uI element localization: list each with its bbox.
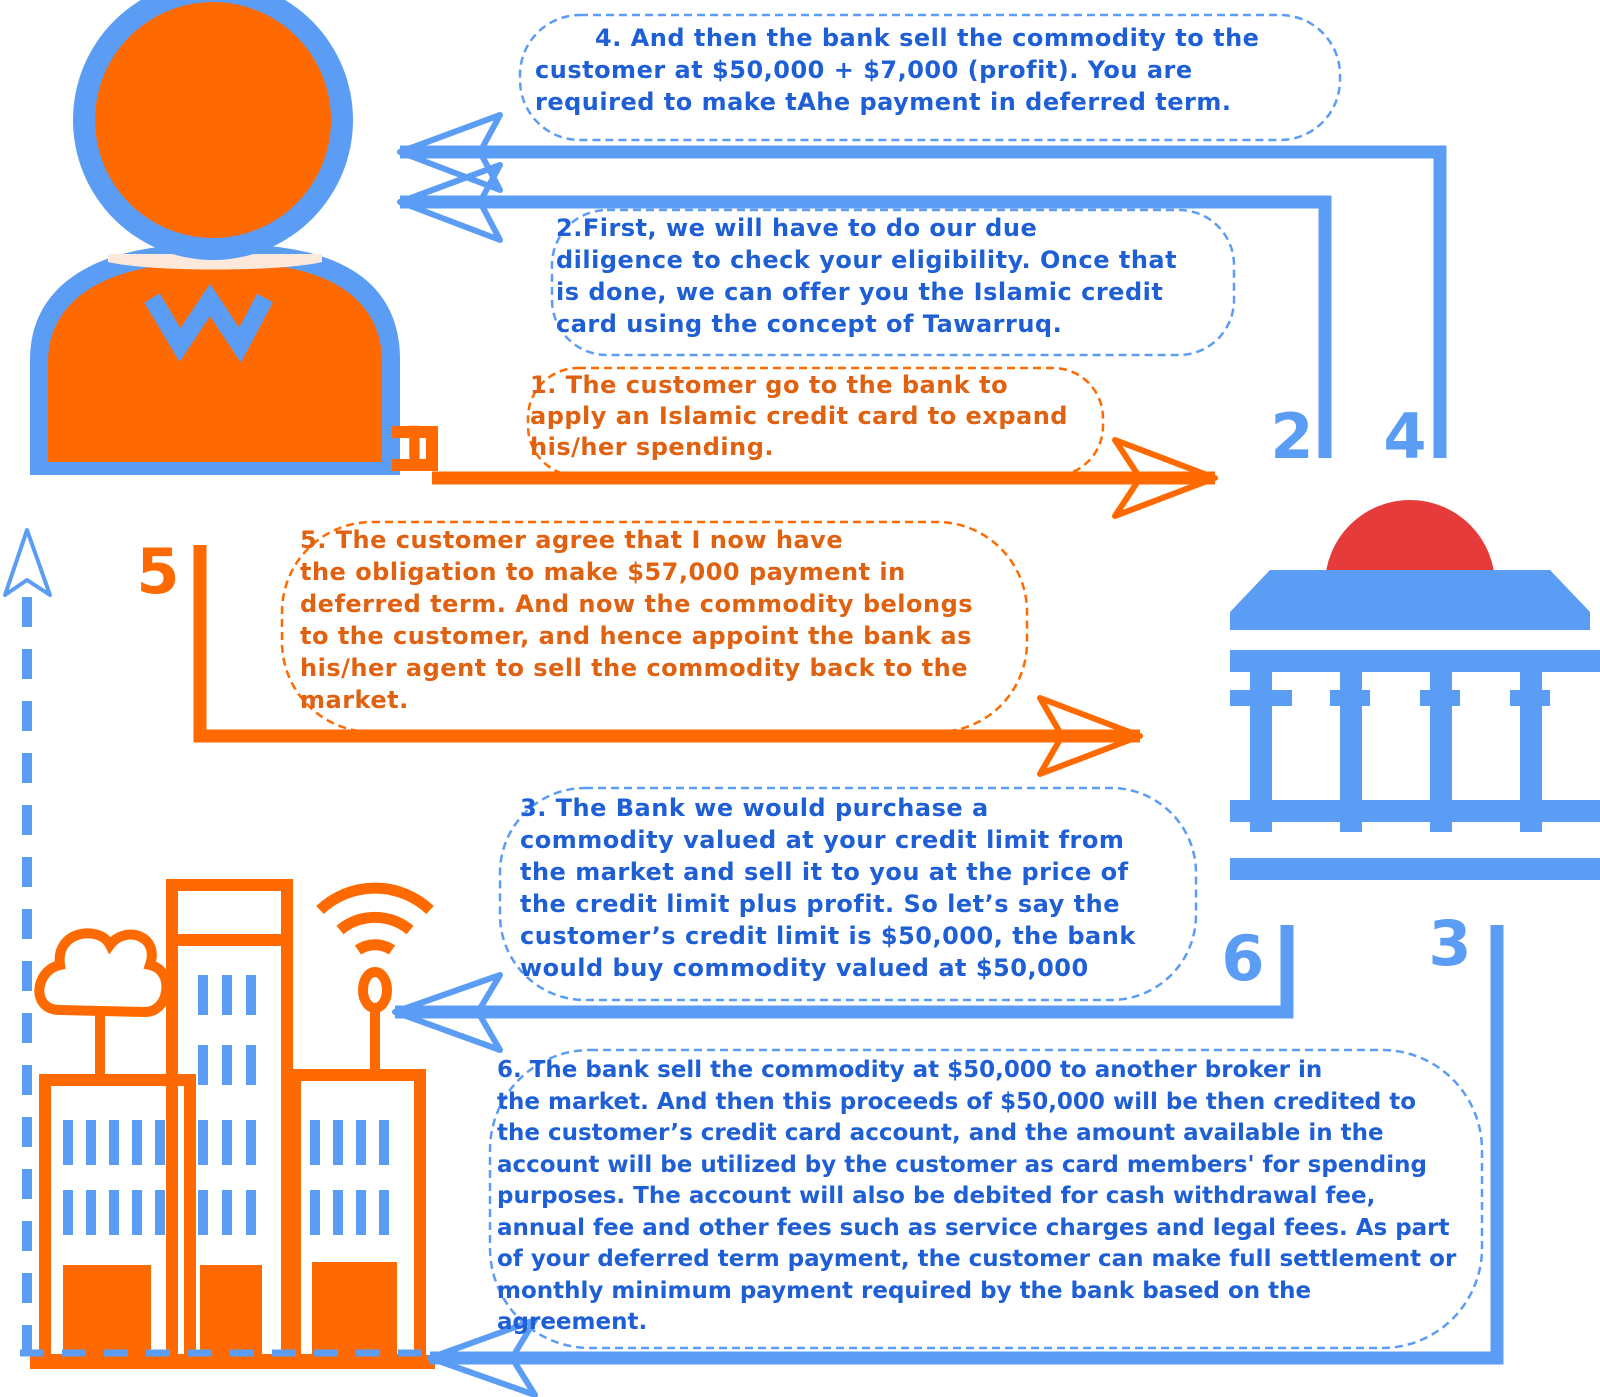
step4-arrow (397, 112, 1447, 458)
bank-icon (1230, 500, 1600, 880)
bubble-outlines (280, 13, 1484, 1350)
step4-bubble-outline (518, 13, 1342, 142)
step2-text: 2.First, we will have to do our due dili… (556, 214, 1178, 338)
step5-bubble-outline (280, 520, 1029, 734)
step3-arrow (392, 925, 1294, 1053)
step1-arrow (392, 426, 1218, 519)
step6-text: 6. The bank sell the commodity at $50,00… (497, 1057, 1457, 1335)
step5-arrow (193, 545, 1143, 777)
step6-bubble-outline (488, 1048, 1484, 1350)
step3-text: 3. The Bank we would purchase a commodit… (520, 794, 1136, 982)
city-market-icon (30, 879, 435, 1369)
market-to-customer-dashed-arrow (3, 528, 440, 1357)
step2-arrow (397, 162, 1332, 458)
step-number-5: 5 (136, 535, 179, 608)
step5-text: 5. The customer agree that I now have th… (300, 526, 974, 714)
step2-bubble-outline (550, 208, 1236, 357)
step-number-6: 6 (1221, 922, 1264, 995)
step-number-1: 1 (393, 414, 433, 482)
step1-bubble-outline (526, 366, 1105, 478)
step1-text: 1. The customer go to the bank to apply … (530, 371, 1068, 461)
step6-arrow (427, 925, 1504, 1397)
step-number-4: 4 (1383, 400, 1426, 473)
step4-text: 4. And then the bank sell the commodity … (535, 24, 1260, 116)
person-icon (30, 0, 400, 475)
step-number-3: 3 (1428, 907, 1471, 980)
step3-bubble-outline (498, 786, 1198, 1002)
step-number-2: 2 (1270, 400, 1313, 473)
